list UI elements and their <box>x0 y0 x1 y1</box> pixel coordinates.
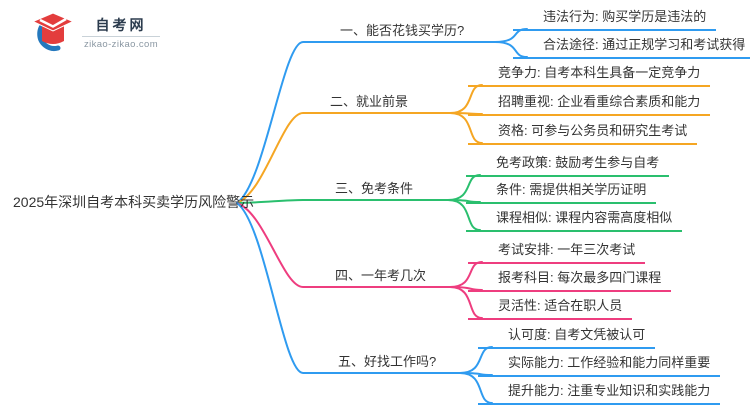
graduation-cap-shape <box>31 12 74 44</box>
branch-line <box>494 41 528 58</box>
leaf-node: 灵活性: 适合在职人员 <box>468 297 633 320</box>
branch-line <box>236 202 451 288</box>
leaf-node: 合法途径: 通过正规学习和考试获得 <box>513 36 750 59</box>
branch-node: 五、好找工作吗? <box>338 354 437 369</box>
logo-domain: zikao-zikao.com <box>83 38 159 50</box>
logo: 自考网 zikao-zikao.com <box>28 12 160 54</box>
leaf-node: 课程相似: 课程内容需高度相似 <box>466 209 683 232</box>
logo-text: 自考网 zikao-zikao.com <box>82 17 160 50</box>
leaf-node: 招聘重视: 企业看重综合素质和能力 <box>468 93 711 116</box>
leaf-node: 实际能力: 工作经验和能力同样重要 <box>478 354 721 377</box>
branch-line <box>459 372 493 404</box>
branch-line <box>236 41 496 204</box>
graduation-cap-logo-icon <box>31 12 74 51</box>
branch-line <box>447 199 481 231</box>
leaf-node: 免考政策: 鼓励考生参与自考 <box>466 154 670 177</box>
branch-node: 二、就业前景 <box>330 94 409 109</box>
branch-line <box>236 112 451 204</box>
branch-line <box>236 202 461 374</box>
branch-node: 一、能否花钱买学历? <box>340 23 465 38</box>
leaf-node: 条件: 需提供相关学历证明 <box>466 181 657 204</box>
leaf-node: 违法行为: 购买学历是违法的 <box>513 8 717 31</box>
branch-node: 三、免考条件 <box>335 181 414 196</box>
logo-title: 自考网 <box>95 16 147 33</box>
leaf-node: 认可度: 自考文凭被认可 <box>478 326 656 349</box>
leaf-node: 考试安排: 一年三次考试 <box>468 241 646 264</box>
root-node: 2025年深圳自考本科买卖学历风险警示 <box>13 194 255 210</box>
branch-line <box>449 112 483 144</box>
leaf-node: 提升能力: 注重专业知识和实践能力 <box>478 382 721 405</box>
leaf-node: 报考科目: 每次最多四门课程 <box>468 269 672 292</box>
leaf-node: 资格: 可参与公务员和研究生考试 <box>468 122 698 145</box>
branch-line <box>449 286 483 319</box>
logo-divider <box>82 35 160 37</box>
leaf-node: 竞争力: 自考本科生具备一定竞争力 <box>468 64 711 87</box>
branch-line <box>236 199 449 204</box>
branch-node: 四、一年考几次 <box>335 268 427 283</box>
